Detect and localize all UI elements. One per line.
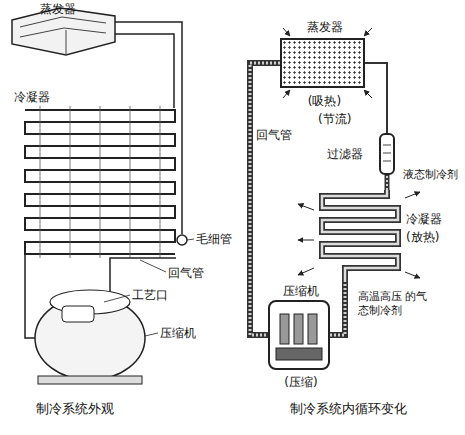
heat-arrow xyxy=(298,268,314,275)
part-label: 毛细管 xyxy=(196,232,232,246)
filter-mesh xyxy=(381,135,393,173)
refrigerant-pipe xyxy=(330,282,345,335)
figure-caption: 制冷系统内循环变化 xyxy=(290,402,407,416)
heat-arrow xyxy=(283,90,290,98)
node-note: (压缩) xyxy=(270,375,332,389)
heat-arrow xyxy=(364,90,372,98)
node-title: 过滤器 xyxy=(327,147,363,161)
edge-label: (节流) xyxy=(318,112,351,126)
filter: 过滤器 xyxy=(379,133,395,175)
piston xyxy=(294,314,303,344)
terminal-box xyxy=(62,306,94,322)
heat-arrow xyxy=(405,272,420,278)
pipe-outline xyxy=(365,63,387,133)
compressor-body xyxy=(35,296,145,380)
crankcase xyxy=(276,348,322,360)
evaporator-box: 蒸发器(吸热) xyxy=(280,38,365,88)
heat-arrow xyxy=(405,192,420,198)
heat-arrow xyxy=(298,204,314,210)
edge-label: 高温高压 的气态制冷剂 xyxy=(358,290,438,318)
compressor-detail xyxy=(270,302,328,368)
heat-arrow xyxy=(298,240,314,241)
condenser: 冷凝器(放热) xyxy=(318,190,402,282)
piston xyxy=(308,314,317,344)
edge-label: 液态制冷剂 xyxy=(403,168,458,182)
condenser-outline xyxy=(318,190,402,282)
node-note: (放热) xyxy=(406,230,439,244)
node-title: 冷凝器 xyxy=(406,212,442,226)
compressor-base xyxy=(38,376,142,384)
figure-caption: 制冷系统外观 xyxy=(36,402,114,416)
node-title: 蒸发器 xyxy=(282,20,367,34)
condenser-tube xyxy=(322,190,398,282)
compressor: 压缩机(压缩) xyxy=(268,300,330,370)
pipe-outline xyxy=(330,282,345,335)
pipe-outline xyxy=(385,175,390,190)
condenser-wire xyxy=(40,106,160,258)
part-label: 压缩机 xyxy=(160,326,196,340)
refrigerant-pipe xyxy=(365,63,387,133)
heat-arrow xyxy=(364,28,372,36)
mesh-line xyxy=(383,145,391,161)
part-label: 冷凝器 xyxy=(14,90,50,104)
leader-line xyxy=(104,239,194,336)
capillary-coil xyxy=(177,235,187,245)
node-note: (吸热) xyxy=(282,94,367,108)
pipe-outline xyxy=(250,63,280,335)
edge-label: 回气管 xyxy=(256,128,292,142)
part-label: 蒸发器 xyxy=(40,2,76,16)
refrigerant-pipe xyxy=(386,175,388,190)
heat-arrow xyxy=(283,28,290,36)
condenser-tube-fill xyxy=(322,190,398,282)
part-label: 工艺口 xyxy=(132,288,168,302)
node-title: 压缩机 xyxy=(270,284,332,298)
evaporator-detail xyxy=(20,17,106,55)
pipe xyxy=(25,254,35,338)
refrigerant-pipe xyxy=(250,63,280,335)
piston xyxy=(280,314,289,344)
part-label: 回气管 xyxy=(168,266,204,280)
pipe xyxy=(115,22,182,234)
